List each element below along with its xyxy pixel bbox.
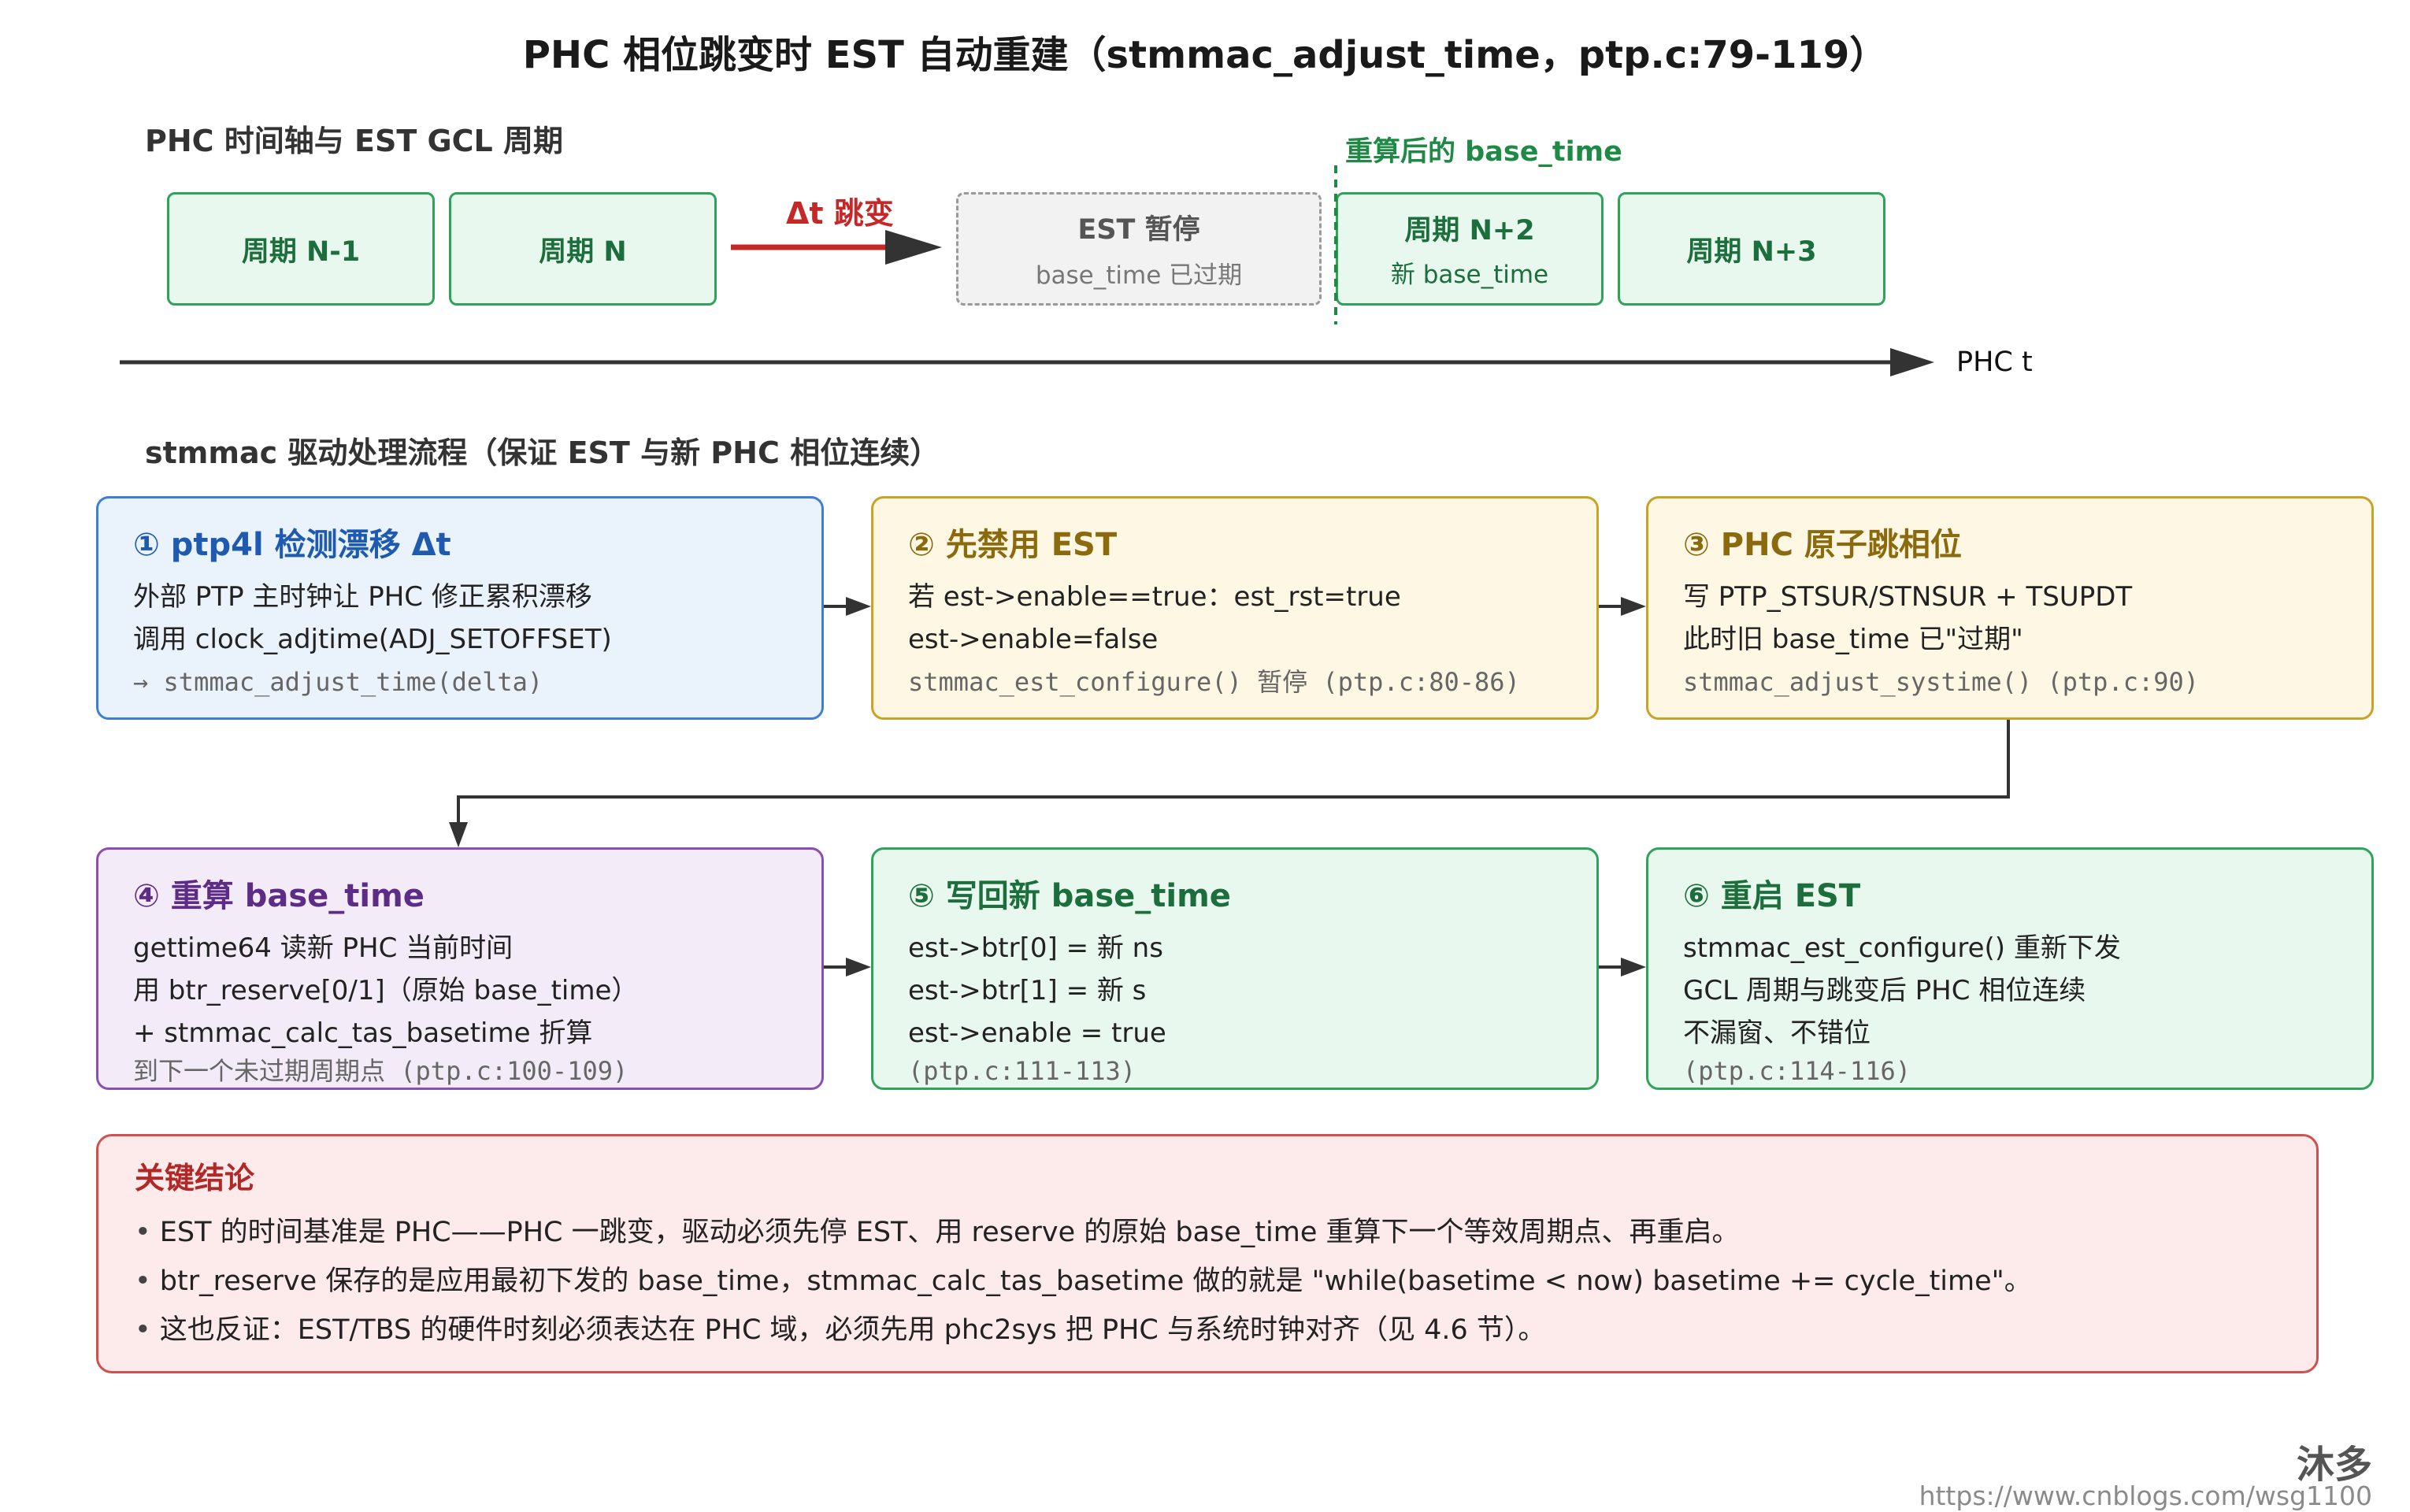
step-line: 不漏窗、不错位 (1683, 1017, 1871, 1049)
step-title: ① ptp4l 检测漂移 Δt (133, 527, 451, 563)
period-label: 周期 N+2 (1404, 215, 1535, 246)
rebase-label: 重算后的 base_time (1345, 136, 1622, 168)
step-line: 若 est->enable==true：est_rst=true (908, 581, 1401, 613)
step-3-phc-jump: ③ PHC 原子跳相位 写 PTP_STSUR/STNSUR + TSUPDT … (1646, 496, 2374, 720)
period-label: EST 暂停 (1077, 214, 1200, 246)
step-line: GCL 周期与跳变后 PHC 相位连续 (1683, 975, 2086, 1006)
step-line: 此时旧 base_time 已"过期" (1683, 624, 2023, 655)
step-title: ⑥ 重启 EST (1683, 878, 1861, 914)
arrow-step3-to-step4 (457, 720, 2010, 827)
step-title: ② 先禁用 EST (908, 527, 1118, 563)
conclusion-item: EST 的时间基准是 PHC——PHC 一跳变，驱动必须先停 EST、用 res… (135, 1208, 2280, 1257)
period-n-plus-3: 周期 N+3 (1618, 192, 1885, 306)
step-line: 外部 PTP 主时钟让 PHC 修正累积漂移 (133, 581, 592, 613)
period-label: 周期 N (539, 235, 627, 268)
period-sublabel: base_time 已过期 (1035, 261, 1243, 290)
step-line: 调用 clock_adjtime(ADJ_SETOFFSET) (133, 624, 612, 655)
step-line: gettime64 读新 PHC 当前时间 (133, 932, 514, 964)
period-sublabel: 新 base_time (1390, 261, 1549, 289)
arrow-head (1621, 958, 1646, 976)
step-code-ref: 到下一个未过期周期点 (ptp.c:100-109) (133, 1056, 628, 1086)
conclusion-title: 关键结论 (135, 1161, 255, 1195)
step-line: 写 PTP_STSUR/STNSUR + TSUPDT (1683, 581, 2133, 613)
step-6-restart-est: ⑥ 重启 EST stmmac_est_configure() 重新下发 GCL… (1646, 847, 2374, 1090)
step-line: est->enable = true (908, 1017, 1166, 1049)
step-title: ⑤ 写回新 base_time (908, 878, 1231, 914)
watermark-name: 沐多 (2296, 1443, 2372, 1487)
arrow-head (846, 597, 871, 616)
step-title: ④ 重算 base_time (133, 878, 425, 914)
step-line: est->btr[1] = 新 s (908, 975, 1147, 1006)
conclusion-item: 这也反证：EST/TBS 的硬件时刻必须表达在 PHC 域，必须先用 phc2s… (135, 1306, 2280, 1354)
period-label: 周期 N-1 (241, 235, 361, 268)
step-4-recalc-base-time: ④ 重算 base_time gettime64 读新 PHC 当前时间 用 b… (96, 847, 824, 1090)
flow-section-label: stmmac 驱动处理流程（保证 EST 与新 PHC 相位连续） (145, 435, 940, 470)
period-est-paused: EST 暂停 base_time 已过期 (956, 192, 1322, 306)
step-line: est->enable=false (908, 624, 1159, 655)
watermark-url: https://www.cnblogs.com/wsg1100 (1919, 1480, 2372, 1511)
step-line: + stmmac_calc_tas_basetime 折算 (133, 1017, 593, 1049)
step-title: ③ PHC 原子跳相位 (1683, 527, 1962, 563)
timeline-section-label: PHC 时间轴与 EST GCL 周期 (145, 124, 563, 158)
jump-label: Δt 跳变 (786, 196, 894, 231)
arrow-head (449, 822, 468, 847)
step-code-ref: (ptp.c:114-116) (1683, 1056, 1911, 1086)
period-n: 周期 N (449, 192, 717, 306)
step-1-detect-drift: ① ptp4l 检测漂移 Δt 外部 PTP 主时钟让 PHC 修正累积漂移 调… (96, 496, 824, 720)
conclusion-box: 关键结论 EST 的时间基准是 PHC——PHC 一跳变，驱动必须先停 EST、… (96, 1134, 2319, 1373)
step-code-ref: stmmac_adjust_systime() (ptp.c:90) (1683, 667, 2200, 697)
arrow-head (1621, 597, 1646, 616)
conclusion-item: btr_reserve 保存的是应用最初下发的 base_time，stmmac… (135, 1257, 2280, 1306)
step-5-write-base-time: ⑤ 写回新 base_time est->btr[0] = 新 ns est->… (871, 847, 1599, 1090)
step-code-ref: → stmmac_adjust_time(delta) (133, 667, 543, 697)
step-line: est->btr[0] = 新 ns (908, 932, 1163, 964)
period-n-plus-2: 周期 N+2 新 base_time (1336, 192, 1604, 306)
arrow-head (846, 958, 871, 976)
step-line: 用 btr_reserve[0/1]（原始 base_time） (133, 975, 639, 1006)
step-2-disable-est: ② 先禁用 EST 若 est->enable==true：est_rst=tr… (871, 496, 1599, 720)
step-code-ref: (ptp.c:111-113) (908, 1056, 1136, 1086)
time-axis-arrowhead (1890, 348, 1934, 376)
step-code-ref: stmmac_est_configure() 暂停 (ptp.c:80-86) (908, 667, 1520, 697)
axis-label: PHC t (1956, 346, 2033, 378)
step-line: stmmac_est_configure() 重新下发 (1683, 932, 2121, 964)
period-label: 周期 N+3 (1686, 235, 1817, 268)
period-n-minus-1: 周期 N-1 (167, 192, 435, 306)
diagram-title: PHC 相位跳变时 EST 自动重建（stmmac_adjust_time，pt… (522, 33, 1888, 77)
jump-arrow-head (885, 230, 942, 265)
